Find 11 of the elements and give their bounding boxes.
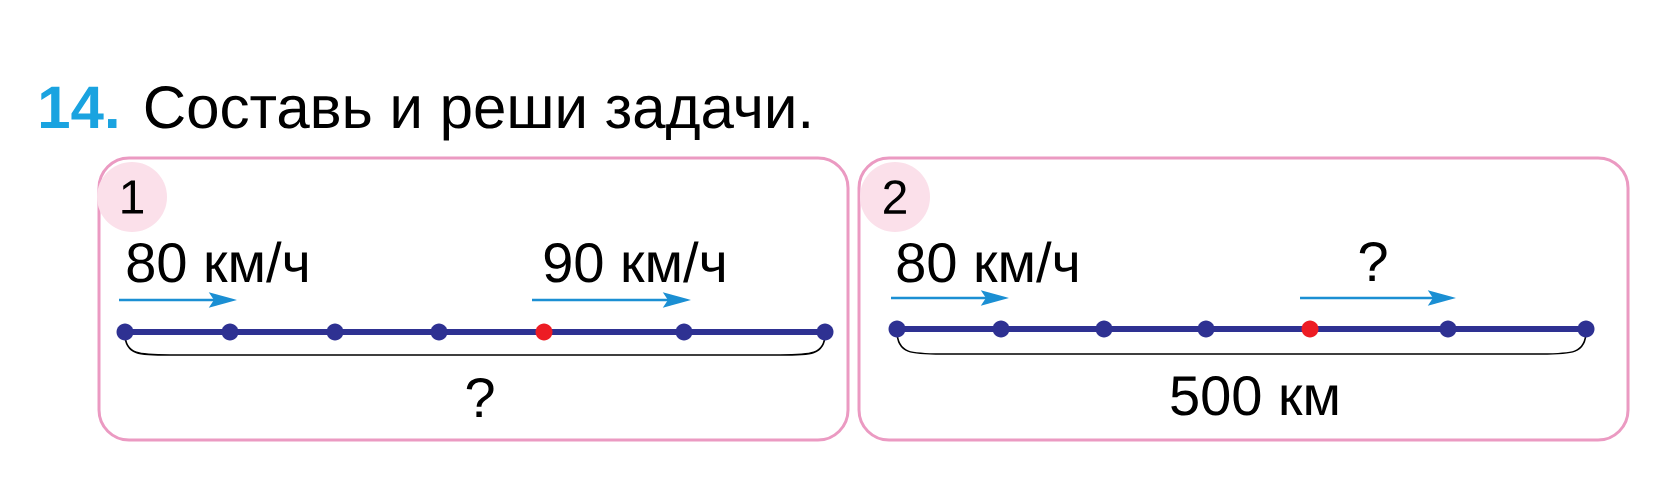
exercise-title: 14. Составь и реши задачи. (41, 86, 809, 141)
question-mark: ? (466, 377, 494, 417)
number-badge: 2 (860, 162, 930, 232)
problem-panel (97, 156, 850, 442)
speed-label: 90 км/ч (544, 241, 724, 283)
problem-panel (857, 156, 1630, 442)
speed-label: 80 км/ч (897, 241, 1077, 283)
distance-label: 500 км (1171, 375, 1338, 416)
speed-label: 80 км/ч (127, 241, 307, 283)
question-mark: ? (1359, 241, 1387, 281)
number-badge: 1 (97, 162, 167, 232)
